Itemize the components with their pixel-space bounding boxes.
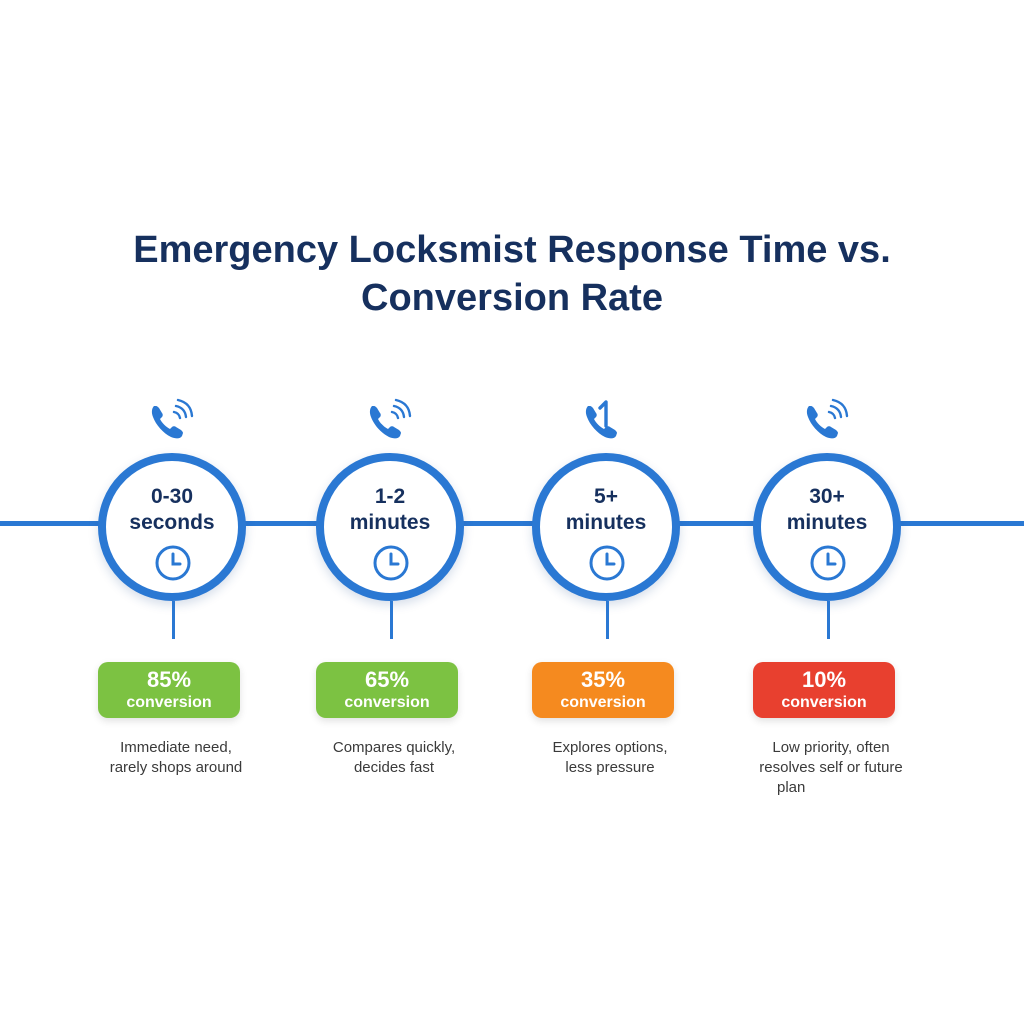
description-line: Compares quickly,	[332, 739, 456, 756]
conversion-value: 35%	[580, 667, 626, 692]
phone-one-icon	[585, 400, 617, 439]
stage-description: Explores options, less pressure	[510, 738, 710, 778]
phone-ringing-icon	[369, 398, 412, 439]
description-line: plan	[777, 779, 806, 796]
page-title: Emergency Locksmist Response Time vs. Co…	[0, 226, 1024, 322]
time-unit: minutes	[565, 511, 647, 534]
time-circle: 0-30 seconds	[98, 453, 246, 601]
phone-ringing-icon	[151, 398, 194, 439]
conversion-label: conversion	[560, 694, 646, 711]
conversion-value: 65%	[364, 667, 410, 692]
time-value: 1-2	[374, 485, 406, 508]
time-circle: 5+ minutes	[532, 453, 680, 601]
stage-1-2-minutes: 1-2 minutes 65% conversion Compares quic…	[294, 390, 494, 810]
conversion-badge: 10% conversion	[753, 662, 895, 718]
conversion-label: conversion	[126, 694, 212, 711]
stage-description: Low priority, often resolves self or fut…	[731, 738, 931, 798]
conversion-label: conversion	[344, 694, 430, 711]
time-value: 0-30	[150, 485, 194, 508]
phone-ringing-icon	[806, 398, 849, 439]
conversion-value: 10%	[801, 667, 847, 692]
connector-stem	[172, 601, 175, 639]
clock-icon	[373, 545, 409, 581]
time-unit: seconds	[129, 511, 215, 534]
description-line: less pressure	[565, 759, 655, 776]
description-line: decides fast	[353, 759, 435, 776]
stage-description: Immediate need, rarely shops around	[76, 738, 276, 778]
connector-stem	[827, 601, 830, 639]
clock-icon	[589, 545, 625, 581]
stage-30-plus-minutes: 30+ minutes 10% conversion Low priority,…	[731, 390, 931, 810]
timeline-line	[0, 521, 1024, 526]
time-value: 30+	[809, 485, 845, 508]
conversion-badge: 65% conversion	[316, 662, 458, 718]
connector-stem	[606, 601, 609, 639]
conversion-label: conversion	[781, 694, 867, 711]
stage-5-plus-minutes: 5+ minutes 35% conversion Explores optio…	[510, 390, 710, 810]
conversion-value: 85%	[146, 667, 192, 692]
time-unit: minutes	[349, 511, 431, 534]
time-unit: minutes	[786, 511, 868, 534]
description-line: Immediate need,	[120, 739, 232, 756]
description-line: resolves self or future	[759, 759, 903, 776]
stage-0-30-seconds: 0-30 seconds 85% conversion Immediate ne…	[76, 390, 276, 810]
description-line: rarely shops around	[109, 759, 243, 776]
title-line-1: Emergency Locksmist Response Time vs.	[133, 229, 891, 271]
conversion-badge: 35% conversion	[532, 662, 674, 718]
clock-icon	[155, 545, 191, 581]
title-line-2: Conversion Rate	[361, 277, 663, 319]
conversion-badge: 85% conversion	[98, 662, 240, 718]
description-line: Low priority, often	[772, 739, 890, 756]
clock-icon	[810, 545, 846, 581]
time-value: 5+	[594, 485, 618, 508]
time-circle: 30+ minutes	[753, 453, 901, 601]
description-line: Explores options,	[552, 739, 668, 756]
connector-stem	[390, 601, 393, 639]
time-circle: 1-2 minutes	[316, 453, 464, 601]
stage-description: Compares quickly, decides fast	[294, 738, 494, 778]
